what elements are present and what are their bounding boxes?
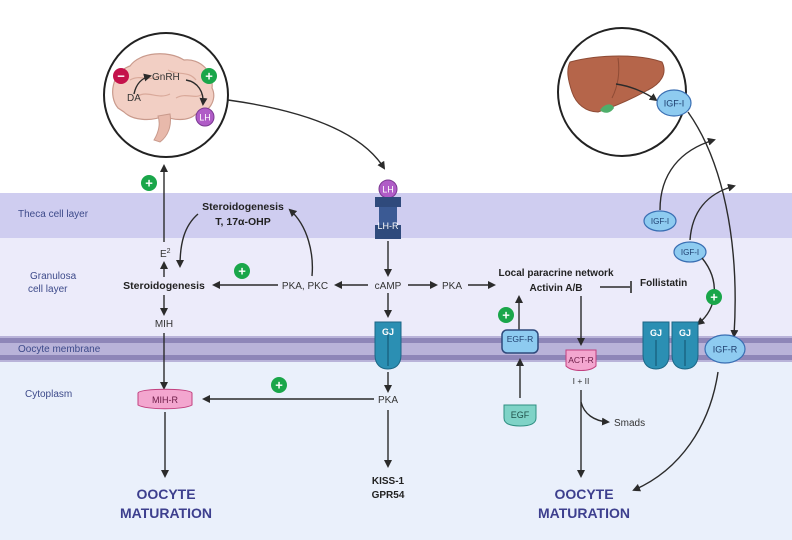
igf-theca-node-1 bbox=[643, 210, 677, 232]
igf-liver-label: IGF-I bbox=[664, 99, 685, 109]
lh-brain-node bbox=[195, 107, 215, 127]
oocyte-membrane-label: Oocyte membrane bbox=[18, 344, 101, 355]
gpr54-label: GPR54 bbox=[372, 490, 405, 501]
pka-right-label: PKA bbox=[442, 281, 462, 292]
gap-junction-right-2 bbox=[671, 321, 699, 370]
plus-sign-pka-cyto: + bbox=[275, 378, 283, 393]
gap-junction-right-1 bbox=[642, 321, 670, 370]
pkapkc-to-thecal-steroid-arrow bbox=[288, 208, 314, 277]
liver-inset bbox=[557, 27, 687, 157]
cytoplasm-label: Cytoplasm bbox=[25, 389, 72, 400]
theca-layer-label: Theca cell layer bbox=[18, 209, 89, 220]
igf-theca-to-liver-arrow bbox=[659, 137, 716, 211]
igf-theca-label-1: IGF-I bbox=[651, 217, 669, 226]
egf-ligand bbox=[503, 404, 537, 427]
egf-label: EGF bbox=[511, 410, 530, 420]
igf-theca-node-2 bbox=[673, 241, 707, 263]
egf-r-label: EGF-R bbox=[507, 334, 533, 344]
follistatin-label: Follistatin bbox=[640, 278, 687, 289]
gj-right-label-2: GJ bbox=[679, 328, 691, 338]
gj-right-label-1: GJ bbox=[650, 328, 662, 338]
gj-center-label: GJ bbox=[382, 327, 394, 337]
gnrh-label: GnRH bbox=[152, 72, 180, 83]
plus-circle-e2 bbox=[141, 175, 157, 191]
plus-circle-pkapkc bbox=[234, 263, 250, 279]
mih-r-label: MIH-R bbox=[152, 395, 178, 405]
kiss1-label: KISS-1 bbox=[372, 476, 405, 487]
plus-sign-egfr: + bbox=[502, 308, 510, 323]
granulosa-layer-label-1: Granulosa bbox=[30, 271, 77, 282]
thecal-to-granulosa-arrow bbox=[176, 213, 199, 268]
da-to-gnrh-arrow bbox=[133, 73, 152, 95]
pka-cytoplasm-label: PKA bbox=[378, 395, 398, 406]
igf-liver-node bbox=[656, 89, 692, 117]
gap-junction-center bbox=[374, 321, 402, 370]
act-r-label: ACT-R bbox=[568, 355, 594, 365]
egf-receptor bbox=[501, 329, 539, 354]
oocyte-maturation-left-2: MATURATION bbox=[120, 505, 212, 521]
smads-label: Smads bbox=[614, 418, 645, 429]
act-r-types-label: I + II bbox=[573, 376, 590, 386]
plus-circle-egfr bbox=[498, 307, 514, 323]
oocyte-maturation-right-2: MATURATION bbox=[538, 505, 630, 521]
activin-receptor bbox=[565, 349, 597, 371]
thecal-steroid-products-label: T, 17α-OHP bbox=[215, 216, 270, 228]
actr-to-smads-arrow bbox=[580, 401, 610, 426]
gnrh-to-lh-arrow bbox=[185, 79, 208, 106]
plus-sign-pkapkc: + bbox=[238, 264, 246, 279]
lh-receptor bbox=[375, 197, 401, 239]
activin-label: Activin A/B bbox=[530, 283, 583, 294]
e2-label: E2 bbox=[160, 248, 171, 260]
plus-sign-gnrh: + bbox=[205, 69, 213, 84]
igf-r-label: IGF-R bbox=[713, 345, 738, 355]
paracrine-network-label: Local paracrine network bbox=[498, 268, 613, 279]
igfr-to-maturation-arrow bbox=[632, 371, 719, 492]
oocyte-maturation-right-1: OOCYTE bbox=[554, 486, 613, 502]
igf-receptor bbox=[704, 334, 746, 364]
igf-theca-label-2: IGF-I bbox=[681, 248, 699, 257]
liver-to-igf-arrow bbox=[615, 83, 658, 102]
e2-base: E bbox=[160, 249, 167, 260]
plus-sign-e2: + bbox=[145, 176, 153, 191]
lh-r-label: LH-R bbox=[377, 221, 399, 231]
pka-pkc-label: PKA, PKC bbox=[282, 281, 328, 292]
liver-illustration bbox=[567, 55, 665, 113]
plus-circle-gnrh bbox=[201, 68, 217, 84]
da-label: DA bbox=[127, 93, 141, 104]
brain-to-lh-arrow bbox=[227, 99, 386, 170]
mih-receptor bbox=[137, 388, 193, 410]
plus-sign-igf: + bbox=[710, 290, 718, 305]
oocyte-maturation-left-1: OOCYTE bbox=[136, 486, 195, 502]
minus-circle-da bbox=[113, 68, 129, 84]
brain-inset bbox=[103, 32, 229, 158]
igf-theca2-up-arrow bbox=[689, 183, 736, 241]
granulosa-layer-label-2: cell layer bbox=[28, 284, 68, 295]
plus-circle-pka-cyto bbox=[271, 377, 287, 393]
camp-label: cAMP bbox=[375, 281, 402, 292]
thecal-steroidogenesis-label: Steroidogenesis bbox=[202, 201, 284, 213]
igf-liver-to-igfr-arrow bbox=[687, 111, 739, 338]
plus-circle-igf bbox=[706, 289, 722, 305]
steroidogenesis-label: Steroidogenesis bbox=[123, 280, 205, 292]
mih-label: MIH bbox=[155, 319, 173, 330]
e2-superscript: 2 bbox=[167, 248, 171, 255]
lh-brain-label: LH bbox=[199, 113, 211, 123]
minus-sign: − bbox=[117, 69, 125, 84]
cytoplasm-band bbox=[0, 362, 792, 540]
granulosa-layer-band bbox=[0, 238, 792, 336]
lh-ligand-label: LH bbox=[382, 185, 394, 195]
